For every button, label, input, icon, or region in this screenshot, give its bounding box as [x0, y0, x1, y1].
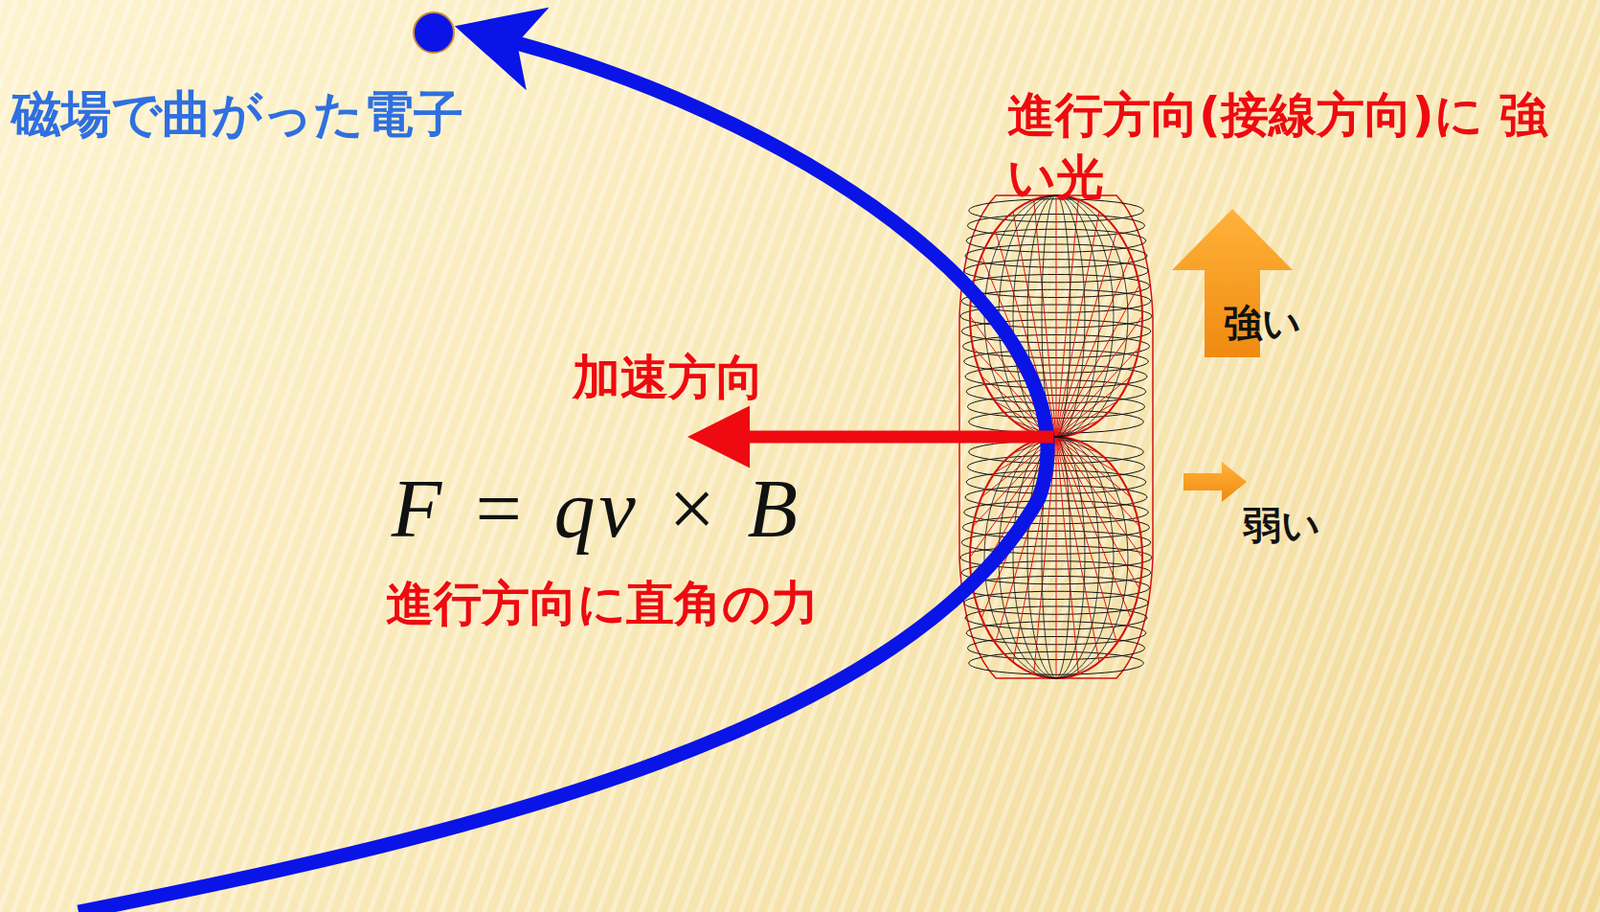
wireframe-stroke [1056, 315, 1143, 437]
acceleration-label: 加速方向 [572, 346, 765, 409]
weak-arrow [1183, 461, 1247, 502]
wireframe-stroke [998, 195, 1114, 437]
wireframe-stroke [1056, 255, 1131, 437]
wireframe-stroke [1056, 195, 1058, 437]
acceleration-arrow [737, 430, 1054, 444]
electron-label: 磁場で曲がった電子 [11, 82, 464, 148]
electron [413, 12, 454, 53]
wireframe-stroke [1013, 195, 1100, 437]
wireframe-stroke [1056, 436, 1058, 678]
wireframe-stroke [1056, 436, 1143, 558]
wireframe-stroke [1056, 436, 1079, 675]
force-label: 進行方向に直角の力 [385, 572, 819, 635]
wireframe-stroke [1056, 436, 1131, 618]
lorentz-formula: F = qv × B [391, 455, 802, 564]
wireframe-stroke [1056, 211, 1100, 437]
wireframe-stroke [984, 195, 1128, 437]
wireframe-stroke [1013, 436, 1100, 678]
weak-label: 弱い [1242, 499, 1321, 550]
wireframe-stroke [998, 436, 1114, 678]
strong-label: 強い [1223, 297, 1302, 348]
wireframe-stroke [1056, 436, 1100, 662]
radiation-label: 進行方向(接線方向)に 強い光 [1007, 84, 1594, 209]
wireframe-stroke [1027, 436, 1085, 678]
electron-path [78, 43, 1048, 912]
wireframe-stroke [1056, 436, 1140, 526]
